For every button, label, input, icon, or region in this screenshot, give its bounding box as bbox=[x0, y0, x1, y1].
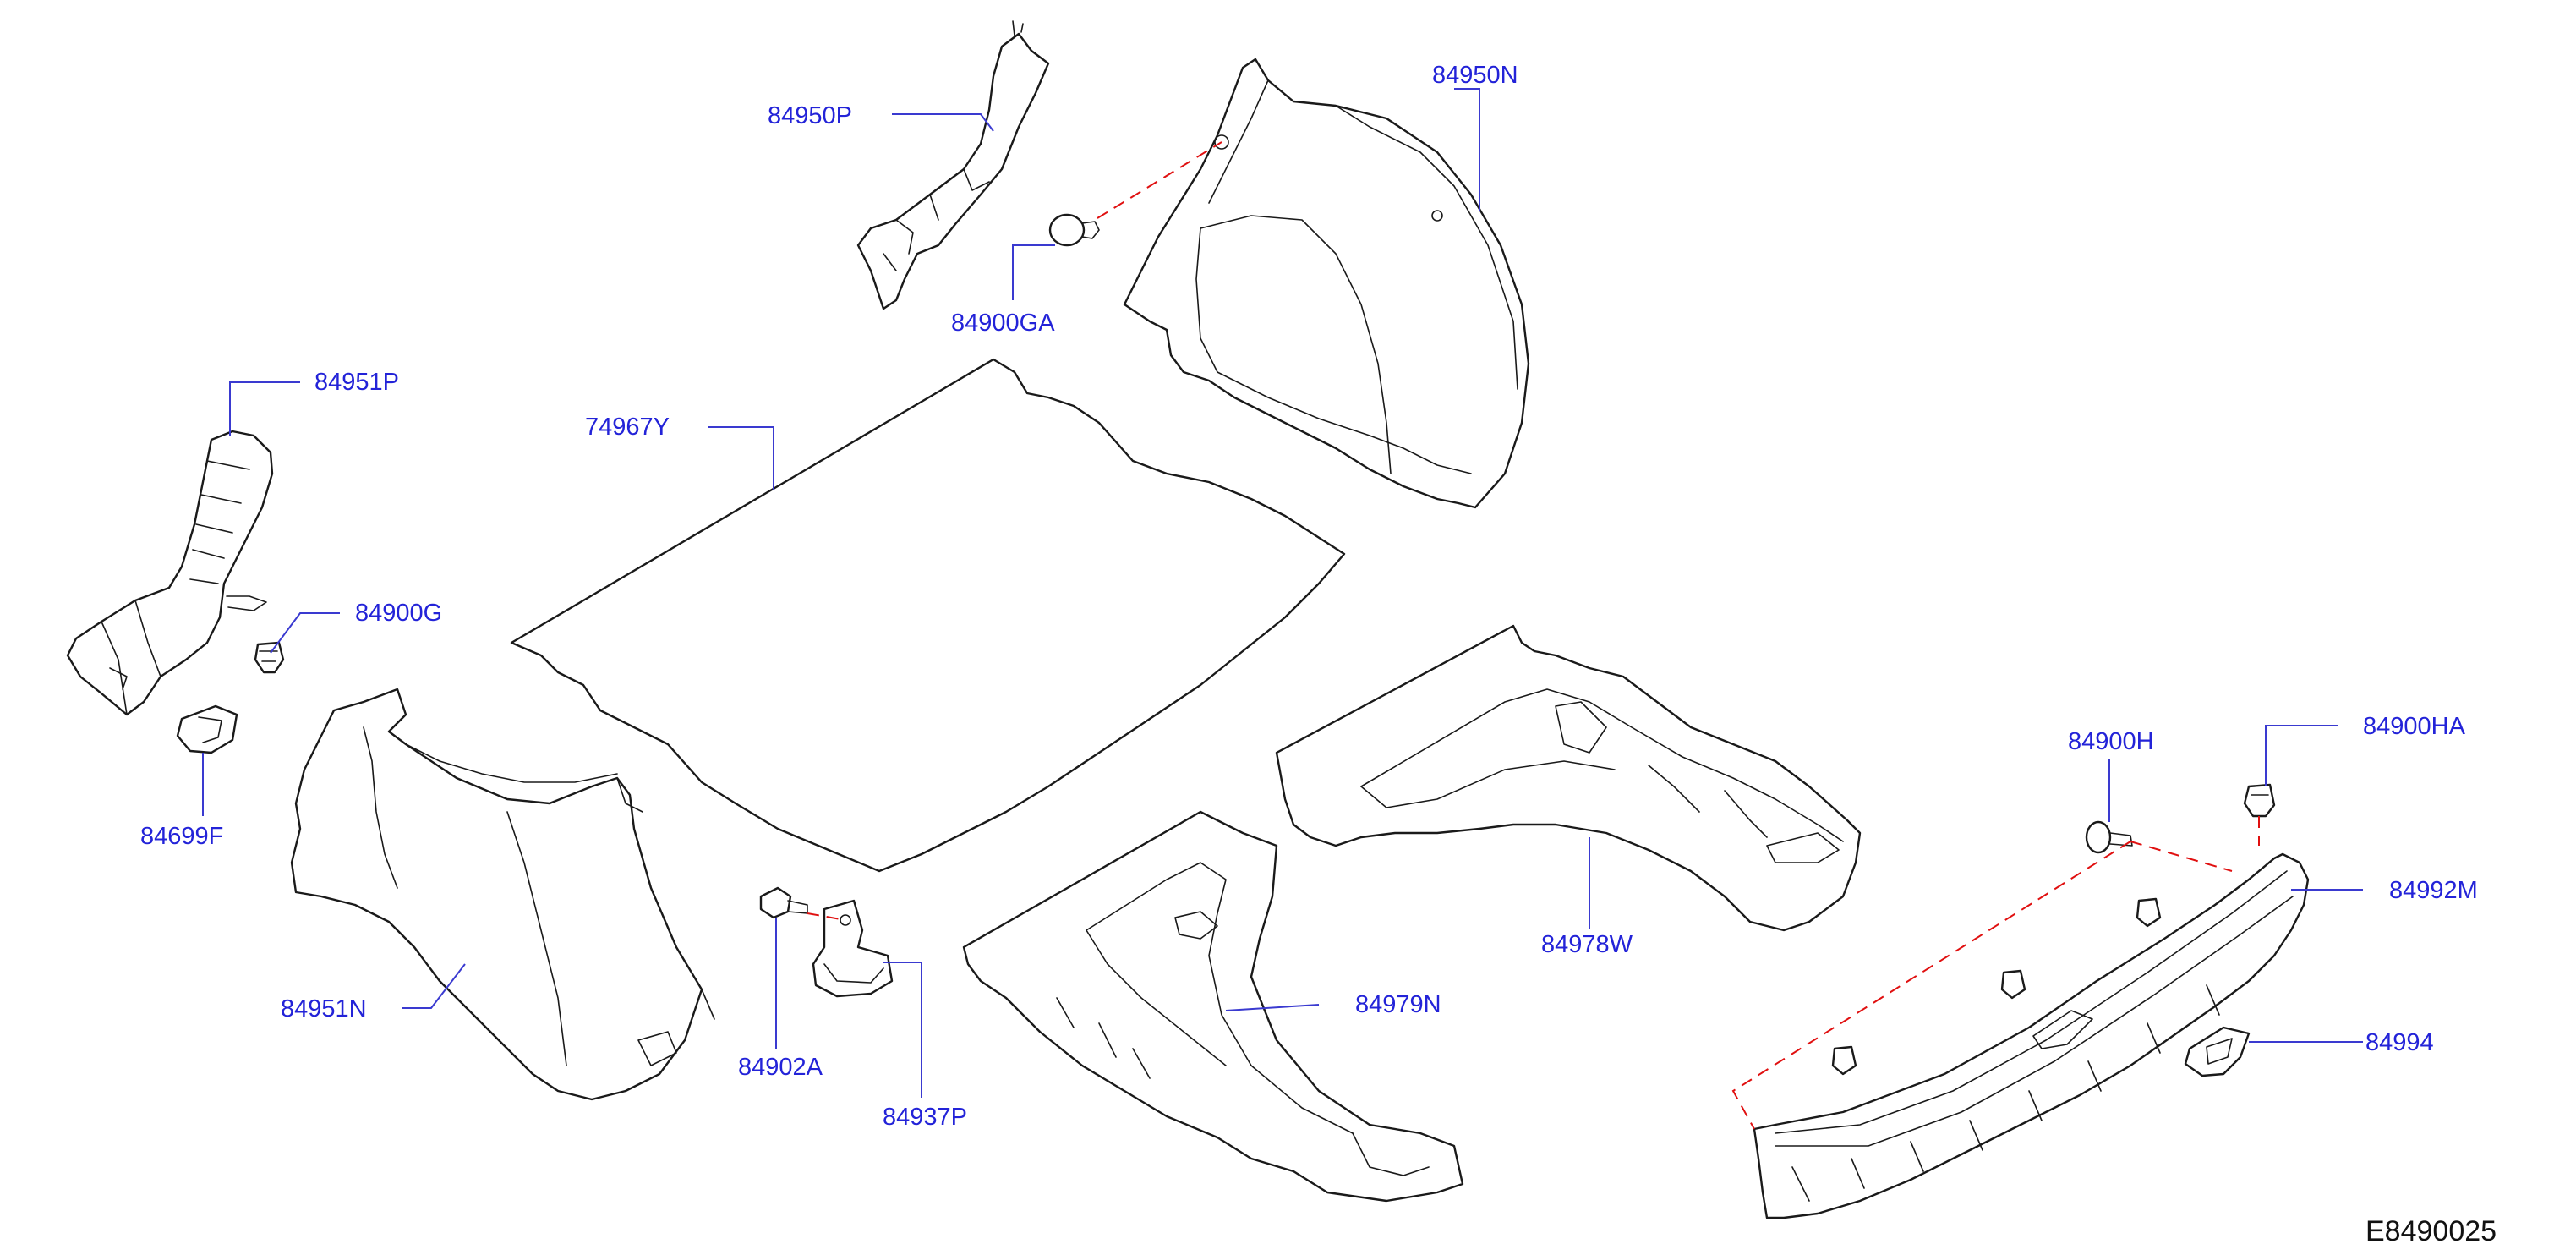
leader-84937P bbox=[883, 962, 922, 1098]
label-84900H[interactable]: 84900H bbox=[2068, 728, 2154, 755]
leader-84900G bbox=[270, 612, 340, 654]
part-84902A-drawing bbox=[759, 886, 808, 919]
part-84951N-drawing bbox=[290, 688, 715, 1101]
leader-84950N bbox=[1454, 88, 1480, 211]
part-84951P-drawing bbox=[66, 430, 274, 716]
label-84978W[interactable]: 84978W bbox=[1541, 931, 1633, 958]
leader-84951P bbox=[229, 381, 300, 436]
leader-74967Y bbox=[708, 426, 774, 490]
part-84699F-drawing bbox=[176, 704, 238, 754]
assembly-dashed-lines bbox=[807, 141, 2260, 1130]
part-84900H-drawing bbox=[2085, 820, 2133, 854]
figure-code: E8490025 bbox=[2365, 1215, 2497, 1247]
label-84950P[interactable]: 84950P bbox=[768, 102, 852, 129]
label-84900HA[interactable]: 84900HA bbox=[2363, 713, 2466, 740]
dashed-link-84900H bbox=[1731, 841, 2233, 1130]
dashed-link-84900GA bbox=[1097, 141, 1222, 219]
part-84937P-drawing bbox=[812, 899, 894, 998]
kick-plate-clips bbox=[1831, 897, 2162, 1076]
label-84951P[interactable]: 84951P bbox=[314, 369, 399, 396]
label-84994[interactable]: 84994 bbox=[2365, 1029, 2434, 1056]
label-84951N[interactable]: 84951N bbox=[281, 995, 367, 1022]
label-84699F[interactable]: 84699F bbox=[140, 823, 223, 850]
leader-84951N bbox=[402, 963, 466, 1009]
dashed-link-84902A bbox=[807, 912, 846, 921]
part-labels: 84950P 84950N 84900GA 84951P 74967Y 8490… bbox=[140, 62, 2478, 1131]
leader-84900HA bbox=[2265, 725, 2338, 786]
part-84900HA-drawing bbox=[2243, 783, 2276, 818]
label-84900G[interactable]: 84900G bbox=[355, 600, 442, 627]
label-84950N[interactable]: 84950N bbox=[1432, 62, 1518, 89]
leader-84979N bbox=[1225, 1004, 1320, 1011]
leader-lines bbox=[202, 88, 2363, 1098]
part-84950N-drawing bbox=[1123, 58, 1530, 509]
label-84992M[interactable]: 84992M bbox=[2389, 877, 2478, 904]
part-84979N-drawing bbox=[962, 810, 1464, 1203]
label-84900GA[interactable]: 84900GA bbox=[951, 310, 1055, 337]
label-84937P[interactable]: 84937P bbox=[883, 1104, 967, 1131]
label-84979N[interactable]: 84979N bbox=[1355, 991, 1441, 1018]
part-84994-drawing bbox=[2184, 1026, 2251, 1077]
part-84900GA-drawing bbox=[1048, 213, 1100, 247]
part-84992M-drawing bbox=[1753, 852, 2310, 1219]
leader-84900GA bbox=[1012, 244, 1055, 300]
part-74967Y-drawing bbox=[510, 358, 1346, 873]
leader-84950P bbox=[892, 113, 994, 132]
part-84978W-drawing bbox=[1275, 624, 1862, 932]
part-84900G-drawing bbox=[254, 641, 285, 674]
label-84902A[interactable]: 84902A bbox=[738, 1054, 823, 1081]
label-74967Y[interactable]: 74967Y bbox=[585, 414, 670, 441]
part-84950P-drawing bbox=[856, 20, 1050, 310]
